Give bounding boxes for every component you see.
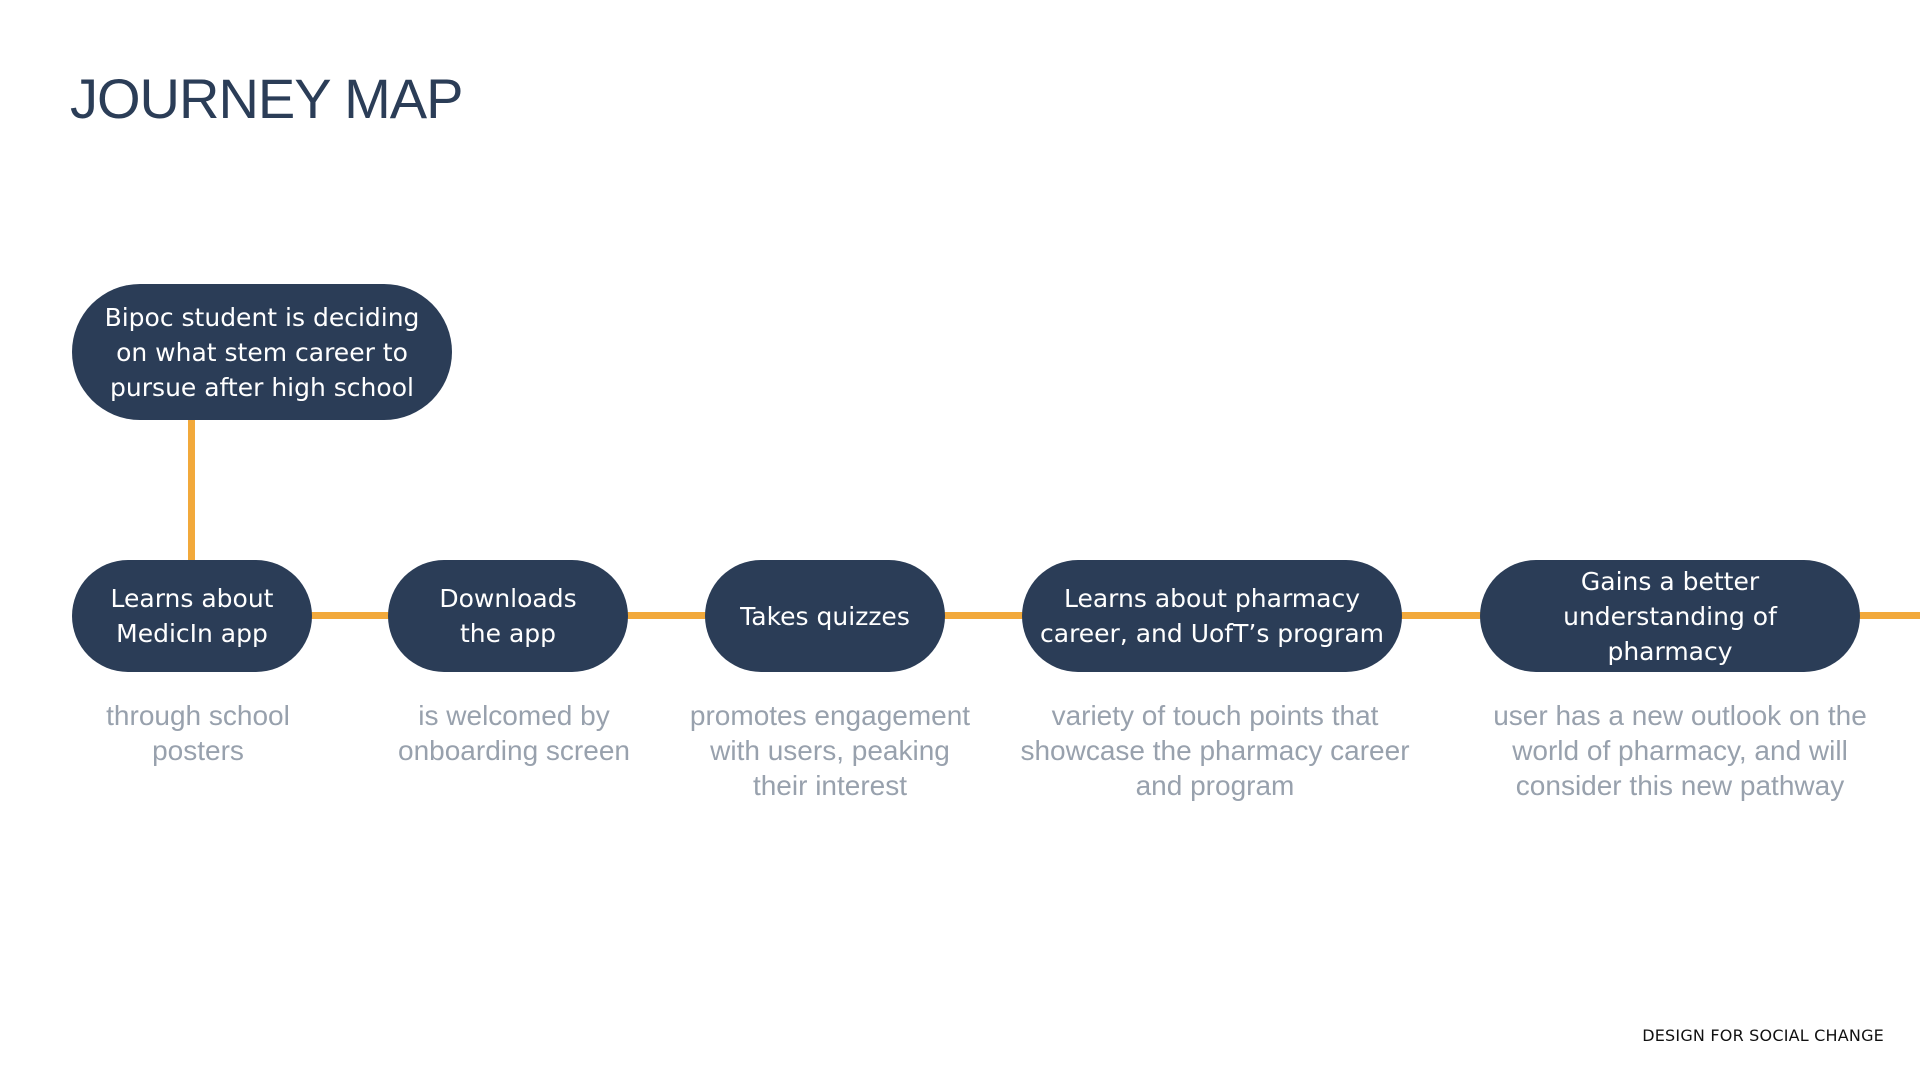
journey-step-takes-quizzes[interactable]: Takes quizzes: [705, 560, 945, 672]
journey-step-gains-understanding[interactable]: Gains a better understanding of pharmacy: [1480, 560, 1860, 672]
journey-step-learns-about-app[interactable]: Learns about MedicIn app: [72, 560, 312, 672]
footer-label: DESIGN FOR SOCIAL CHANGE: [1642, 1026, 1884, 1045]
journey-step-caption: is welcomed by onboarding screen: [398, 700, 630, 766]
journey-step-caption: variety of touch points that showcase th…: [1020, 700, 1410, 801]
journey-start-node[interactable]: Bipoc student is deciding on what stem c…: [72, 284, 452, 420]
journey-step-caption: through school posters: [106, 700, 290, 766]
connector-vertical: [188, 418, 195, 562]
page-title: JOURNEY MAP: [70, 67, 463, 130]
journey-step-learns-pharmacy[interactable]: Learns about pharmacy career, and UofT’s…: [1022, 560, 1402, 672]
journey-step-caption: user has a new outlook on the world of p…: [1493, 700, 1867, 801]
journey-step-caption: promotes engagement with users, peaking …: [689, 700, 971, 801]
journey-step-downloads-app[interactable]: Downloads the app: [388, 560, 628, 672]
